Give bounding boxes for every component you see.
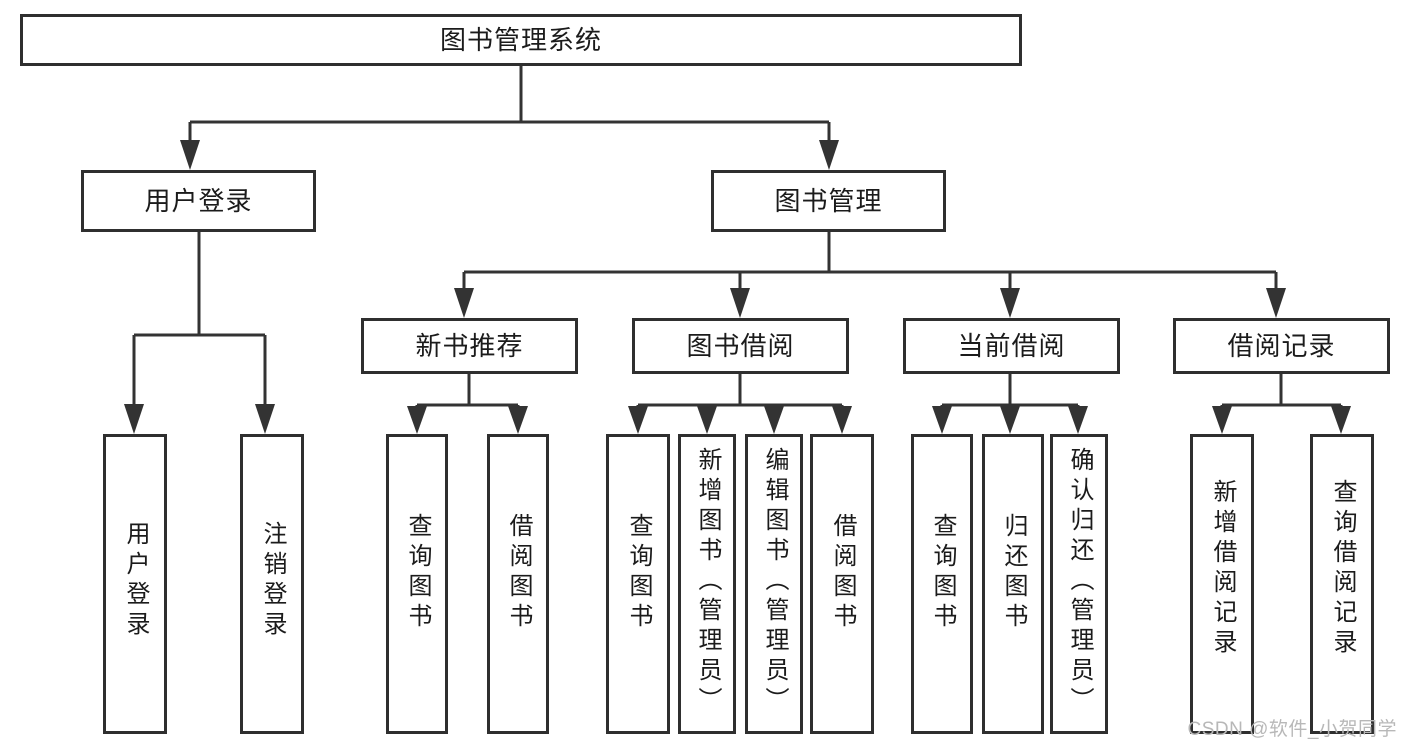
node-leaf-add-book[interactable]: 新增图书（管理员）: [678, 434, 736, 734]
node-leaf-query-book-3-label: 查询图书: [929, 513, 956, 633]
node-leaf-return-book-label: 归还图书: [1000, 513, 1027, 633]
node-leaf-borrow-book-1-label: 借阅图书: [505, 513, 532, 633]
arrowhead-return-book: [1000, 406, 1020, 434]
node-book-manage[interactable]: 图书管理: [711, 170, 946, 232]
arrowhead-new-book-recommend: [454, 288, 474, 318]
node-leaf-borrow-book-2[interactable]: 借阅图书: [810, 434, 874, 734]
node-leaf-add-book-label: 新增图书（管理员）: [694, 447, 721, 717]
node-leaf-confirm-return-label: 确认归还（管理员）: [1066, 447, 1093, 717]
arrowhead-borrow-book-2: [832, 406, 852, 434]
node-leaf-return-book[interactable]: 归还图书: [982, 434, 1044, 734]
arrowhead-query-record: [1331, 406, 1351, 434]
node-current-borrow-label: 当前借阅: [957, 330, 1066, 361]
node-leaf-user-logout-label: 注销登录: [259, 521, 286, 641]
arrowhead-edit-book: [764, 406, 784, 434]
arrowhead-add-record: [1212, 406, 1232, 434]
arrowhead-book-borrow: [730, 288, 750, 318]
node-leaf-borrow-book-1[interactable]: 借阅图书: [487, 434, 549, 734]
node-user-login-label: 用户登录: [144, 185, 253, 216]
arrowhead-current-borrow: [1000, 288, 1020, 318]
node-borrow-record[interactable]: 借阅记录: [1173, 318, 1390, 374]
node-new-book-recommend-label: 新书推荐: [415, 330, 524, 361]
node-leaf-edit-book-label: 编辑图书（管理员）: [761, 447, 788, 717]
node-book-borrow-label: 图书借阅: [686, 330, 795, 361]
node-leaf-query-book-2[interactable]: 查询图书: [606, 434, 670, 734]
csdn-watermark: CSDN @软件_小贺同学: [1187, 719, 1397, 740]
node-root-label: 图书管理系统: [439, 24, 602, 55]
arrowhead-query-book-3: [932, 406, 952, 434]
node-user-login[interactable]: 用户登录: [81, 170, 316, 232]
node-leaf-user-login-label: 用户登录: [122, 521, 149, 641]
node-leaf-edit-book[interactable]: 编辑图书（管理员）: [745, 434, 803, 734]
node-root[interactable]: 图书管理系统: [20, 14, 1022, 66]
node-book-borrow[interactable]: 图书借阅: [632, 318, 849, 374]
node-borrow-record-label: 借阅记录: [1227, 330, 1336, 361]
node-leaf-query-record-label: 查询借阅记录: [1329, 479, 1356, 659]
arrowhead-query-book-1: [407, 406, 427, 434]
node-leaf-add-record[interactable]: 新增借阅记录: [1190, 434, 1254, 734]
arrowhead-book-manage: [819, 140, 839, 170]
arrowhead-leaf-user-login: [124, 404, 144, 434]
node-leaf-query-book-2-label: 查询图书: [625, 513, 652, 633]
arrowhead-confirm-return: [1068, 406, 1088, 434]
arrowhead-leaf-user-logout: [255, 404, 275, 434]
arrowhead-borrow-book-1: [508, 406, 528, 434]
node-leaf-query-book-1-label: 查询图书: [404, 513, 431, 633]
node-leaf-user-logout[interactable]: 注销登录: [240, 434, 304, 734]
node-new-book-recommend[interactable]: 新书推荐: [361, 318, 578, 374]
node-leaf-query-book-3[interactable]: 查询图书: [911, 434, 973, 734]
node-leaf-query-record[interactable]: 查询借阅记录: [1310, 434, 1374, 734]
node-current-borrow[interactable]: 当前借阅: [903, 318, 1120, 374]
arrowhead-query-book-2: [628, 406, 648, 434]
node-leaf-user-login[interactable]: 用户登录: [103, 434, 167, 734]
node-leaf-query-book-1[interactable]: 查询图书: [386, 434, 448, 734]
arrowhead-borrow-record: [1266, 288, 1286, 318]
arrowhead-add-book: [697, 406, 717, 434]
node-leaf-borrow-book-2-label: 借阅图书: [829, 513, 856, 633]
node-leaf-confirm-return[interactable]: 确认归还（管理员）: [1050, 434, 1108, 734]
arrowhead-user-login: [180, 140, 200, 170]
node-leaf-add-record-label: 新增借阅记录: [1209, 479, 1236, 659]
node-book-manage-label: 图书管理: [774, 185, 883, 216]
